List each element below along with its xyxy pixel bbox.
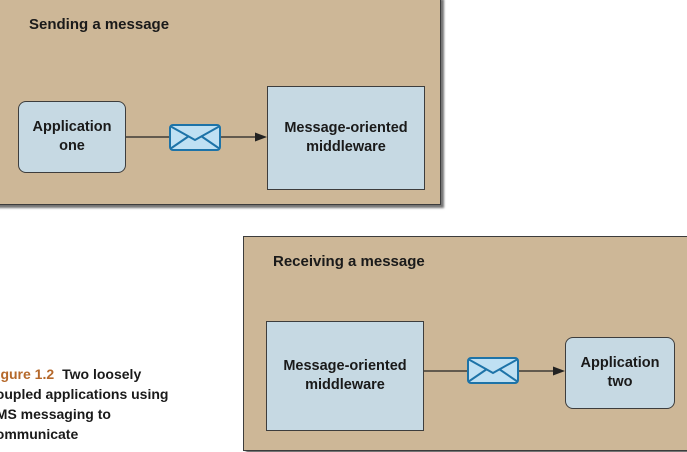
sending-panel-title: Sending a message xyxy=(29,16,170,33)
figure-caption-text: Two loosely coupled applications using J… xyxy=(0,366,169,442)
arrow-right-icon xyxy=(255,132,267,142)
application-two-node: Application two xyxy=(565,337,675,409)
middleware-label: Message-oriented middleware xyxy=(284,120,408,155)
sending-message-panel: Sending a message Application one Messag… xyxy=(0,0,441,205)
envelope-icon xyxy=(169,124,221,151)
message-oriented-middleware-node: Message-oriented middleware xyxy=(266,321,424,431)
message-oriented-middleware-node: Message-oriented middleware xyxy=(267,86,425,190)
envelope-icon xyxy=(467,357,519,384)
receiving-connector xyxy=(424,357,565,384)
application-two-label: Application two xyxy=(580,355,660,390)
middleware-label: Message-oriented middleware xyxy=(283,358,407,393)
application-one-node: Application one xyxy=(18,101,126,173)
figure-label: Figure 1.2 xyxy=(0,366,55,382)
application-one-label: Application one xyxy=(32,119,112,154)
sending-connector xyxy=(126,124,267,151)
arrow-right-icon xyxy=(553,366,565,376)
receiving-message-panel: Receiving a message Message-oriented mid… xyxy=(243,236,687,451)
receiving-panel-title: Receiving a message xyxy=(273,253,425,270)
